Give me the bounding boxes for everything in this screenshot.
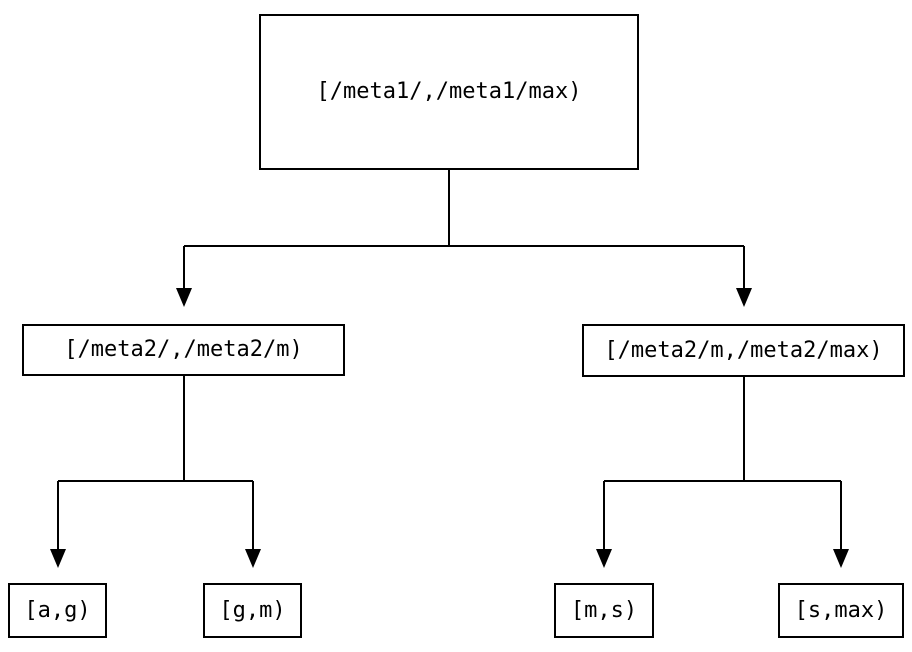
- tree-node-leaf-ms: [m,s): [554, 583, 654, 638]
- arrowhead-leaf-gm: [245, 549, 261, 568]
- arrowhead-leaf-smax: [833, 549, 849, 568]
- tree-node-root: [/meta1/,/meta1/max): [259, 14, 639, 170]
- arrowhead-meta2-high: [736, 288, 752, 307]
- arrowhead-meta2-low: [176, 288, 192, 307]
- tree-node-leaf-ag: [a,g): [8, 583, 107, 638]
- arrowhead-leaf-ag: [50, 549, 66, 568]
- tree-node-meta2-low: [/meta2/,/meta2/m): [22, 324, 345, 376]
- arrowhead-leaf-ms: [596, 549, 612, 568]
- tree-node-leaf-smax: [s,max): [778, 583, 904, 638]
- tree-node-leaf-gm: [g,m): [203, 583, 302, 638]
- tree-node-meta2-high: [/meta2/m,/meta2/max): [582, 324, 905, 377]
